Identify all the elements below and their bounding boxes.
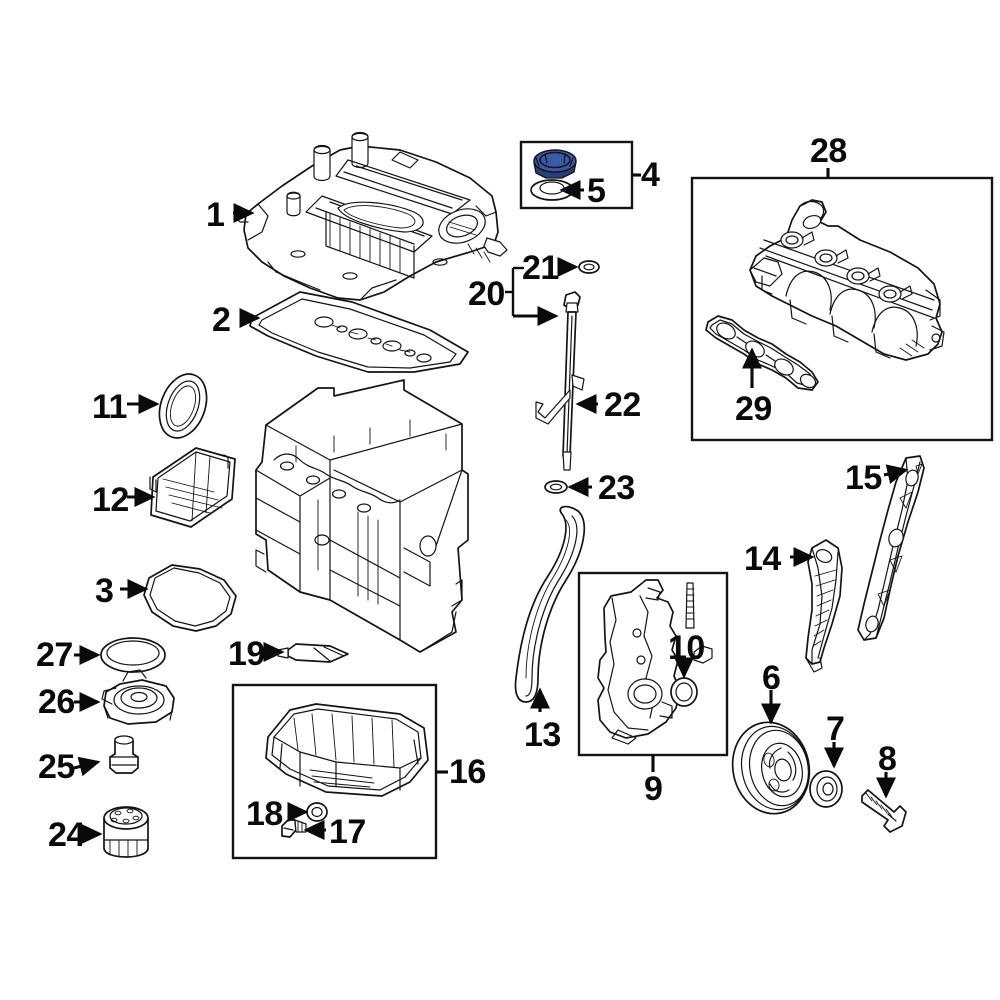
- part-intake-manifold-gasket: [705, 315, 819, 391]
- part-chain-tensioner-arm: [805, 539, 843, 673]
- callout-label-11: 11: [92, 388, 127, 426]
- part-engine-block: [255, 379, 469, 653]
- callout-label-16: 16: [449, 753, 486, 791]
- callout-label-23: 23: [598, 469, 635, 507]
- callout-label-19: 19: [228, 635, 265, 673]
- callout-label-29: 29: [735, 390, 772, 428]
- part-intake-manifold: [749, 199, 945, 361]
- callout-label-21: 21: [522, 249, 559, 287]
- callout-label-24: 24: [48, 816, 85, 854]
- callout-label-3: 3: [95, 572, 114, 610]
- part-pulley-bolt: [861, 789, 907, 833]
- part-oil-cooler-gasket: [100, 637, 166, 673]
- callout-label-4: 4: [641, 156, 660, 194]
- part-camshaft-seal: [158, 373, 208, 439]
- leader-25: [73, 756, 101, 777]
- part-pulley-washer: [809, 770, 843, 808]
- part-dipstick-assembly: [535, 260, 600, 494]
- callout-label-25: 25: [38, 748, 75, 786]
- leader-lines: [73, 168, 909, 845]
- callout-label-20: 20: [468, 275, 505, 313]
- callout-label-26: 26: [38, 683, 75, 721]
- callout-label-15: 15: [845, 459, 882, 497]
- callout-label-6: 6: [762, 659, 781, 697]
- callout-label-28: 28: [810, 132, 847, 170]
- part-oil-pan: [265, 703, 429, 838]
- callout-label-10: 10: [668, 629, 705, 667]
- part-timing-cover-gasket: [143, 564, 237, 632]
- part-oil-separator-baffle: [149, 447, 236, 528]
- callout-label-22: 22: [604, 386, 641, 424]
- part-oil-pressure-switch: [109, 735, 139, 774]
- callout-label-18: 18: [246, 795, 283, 833]
- callout-label-5: 5: [587, 172, 606, 210]
- callout-label-12: 12: [92, 481, 129, 519]
- part-chain-guide: [857, 455, 925, 641]
- part-timing-chain-cover: [597, 579, 713, 745]
- callout-label-14: 14: [744, 540, 781, 578]
- part-valve-cover: [233, 131, 508, 301]
- callout-label-8: 8: [878, 740, 897, 778]
- filter-holes: [110, 808, 140, 824]
- part-timing-chain: [514, 505, 586, 703]
- callout-label-9: 9: [644, 770, 663, 808]
- callout-label-27: 27: [36, 636, 73, 674]
- leader-15: [883, 464, 909, 484]
- callout-label-7: 7: [826, 710, 845, 748]
- part-oil-filler-cap: [533, 149, 577, 179]
- part-crankshaft-pulley: [731, 721, 811, 815]
- part-oil-filter: [103, 806, 149, 858]
- callout-label-13: 13: [524, 716, 561, 754]
- part-oil-filter-housing: [101, 669, 175, 725]
- part-valve-cover-gasket: [249, 291, 469, 373]
- callout-label-2: 2: [212, 301, 231, 339]
- callout-label-17: 17: [329, 813, 366, 851]
- intake-manifold-box: [690, 176, 994, 442]
- part-piston-oil-jet: [277, 643, 349, 663]
- callout-label-1: 1: [206, 196, 225, 234]
